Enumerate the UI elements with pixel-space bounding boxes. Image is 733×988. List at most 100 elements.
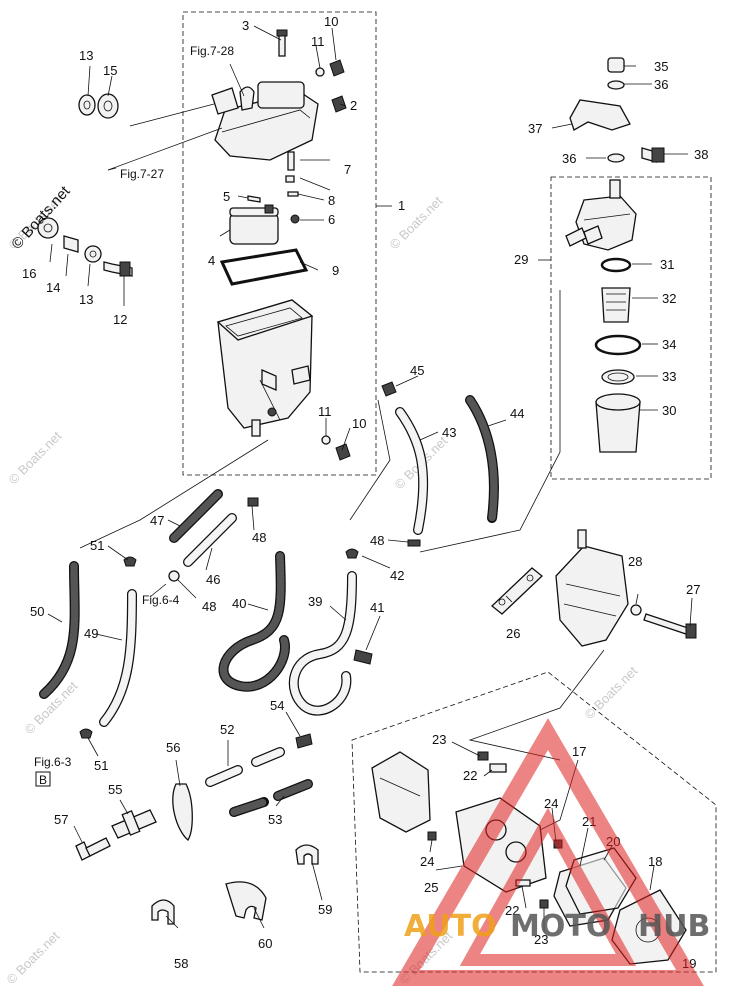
figure-references: Fig.7-28 Fig.7-27 Fig.6-4 Fig.6-3 B bbox=[34, 44, 234, 787]
clamp-41 bbox=[353, 649, 373, 665]
callout-58: 58 bbox=[174, 956, 188, 971]
collar-14 bbox=[63, 235, 79, 253]
callout-37: 37 bbox=[528, 121, 542, 136]
filter-nozzle-1 bbox=[565, 227, 587, 247]
washer-11a bbox=[315, 67, 325, 77]
hose-39 bbox=[288, 571, 357, 716]
callout-48b: 48 bbox=[370, 533, 384, 548]
callout-50: 50 bbox=[30, 604, 44, 619]
vapor-separator-assembly bbox=[211, 29, 351, 461]
callout-7: 7 bbox=[344, 162, 351, 177]
clamp-54 bbox=[295, 733, 313, 749]
callout-25: 25 bbox=[424, 880, 438, 895]
clip-48c bbox=[168, 570, 180, 582]
hose-47-braided bbox=[169, 489, 223, 543]
screw-3 bbox=[278, 33, 286, 57]
screw-23a bbox=[477, 751, 489, 761]
callout-18: 18 bbox=[648, 854, 662, 869]
brand-moto: MOTO bbox=[510, 909, 611, 944]
clip-48a bbox=[247, 497, 259, 507]
clip-51b bbox=[79, 728, 93, 739]
callout-2: 2 bbox=[350, 98, 357, 113]
clip-59 bbox=[295, 844, 319, 865]
vapor-separator-group-box bbox=[182, 11, 377, 476]
callout-22a: 22 bbox=[463, 768, 477, 783]
callout-26: 26 bbox=[506, 626, 520, 641]
bolt-27 bbox=[643, 613, 689, 635]
clip-60 bbox=[225, 881, 267, 921]
callout-23a: 23 bbox=[432, 732, 446, 747]
watermark-site-5: © Boats.net bbox=[582, 663, 641, 722]
washer-36b bbox=[607, 153, 625, 163]
washer-13b bbox=[84, 245, 102, 263]
callout-34: 34 bbox=[662, 337, 676, 352]
screw-24b bbox=[427, 831, 437, 841]
brand-auto: AUTO bbox=[404, 909, 497, 944]
callout-31: 31 bbox=[660, 257, 674, 272]
float bbox=[229, 213, 279, 245]
pump-cover-25 bbox=[371, 751, 431, 833]
grommet-15 bbox=[97, 93, 119, 119]
callout-36b: 36 bbox=[562, 151, 576, 166]
bowl-outlet-2 bbox=[291, 365, 311, 385]
callout-9: 9 bbox=[332, 263, 339, 278]
logo-triangle-outer bbox=[392, 718, 704, 986]
callout-51b: 51 bbox=[94, 758, 108, 773]
ref-box-b bbox=[35, 771, 51, 787]
ref-fig-7-27: Fig.7-27 bbox=[120, 167, 164, 181]
washer-36a bbox=[607, 80, 625, 90]
ring-33 bbox=[601, 369, 635, 385]
callout-52: 52 bbox=[220, 722, 234, 737]
callout-47: 47 bbox=[150, 513, 164, 528]
callout-53: 53 bbox=[268, 812, 282, 827]
fuel-filter-group-box bbox=[550, 176, 712, 480]
callout-6: 6 bbox=[328, 212, 335, 227]
callout-10a: 10 bbox=[324, 14, 338, 29]
callout-14: 14 bbox=[46, 280, 60, 295]
callout-45: 45 bbox=[410, 363, 424, 378]
nipple-7b bbox=[285, 175, 295, 183]
watermark-site-1: © Boats.net bbox=[6, 428, 65, 487]
clip-48b bbox=[407, 539, 421, 547]
clamp-45 bbox=[381, 381, 397, 397]
washer-11b bbox=[321, 435, 331, 445]
callout-5: 5 bbox=[223, 189, 230, 204]
clip-42 bbox=[345, 548, 359, 559]
check-valve-22a bbox=[489, 763, 507, 773]
washer-28 bbox=[630, 604, 642, 616]
screw-23b bbox=[539, 899, 549, 909]
hose-40-braided bbox=[218, 551, 290, 692]
callout-57: 57 bbox=[54, 812, 68, 827]
screw-6 bbox=[290, 214, 300, 224]
callout-55: 55 bbox=[108, 782, 122, 797]
ref-fig-6-3: Fig.6-3 bbox=[34, 755, 72, 769]
callout-15: 15 bbox=[103, 63, 117, 78]
hose-46 bbox=[183, 513, 237, 567]
oring-31 bbox=[600, 257, 632, 273]
hose-50-braided bbox=[39, 561, 80, 699]
callout-13a: 13 bbox=[79, 48, 93, 63]
callout-13b: 13 bbox=[79, 292, 93, 307]
leader-lines bbox=[47, 25, 693, 932]
callout-30: 30 bbox=[662, 403, 676, 418]
callout-48c: 48 bbox=[202, 599, 216, 614]
callout-27: 27 bbox=[686, 582, 700, 597]
hose-52 bbox=[205, 747, 285, 787]
callout-59: 59 bbox=[318, 902, 332, 917]
grommet-set bbox=[37, 93, 133, 277]
callout-35: 35 bbox=[654, 59, 668, 74]
cover-fitting bbox=[211, 87, 239, 115]
clip-8 bbox=[287, 191, 299, 197]
callout-32: 32 bbox=[662, 291, 676, 306]
callout-8: 8 bbox=[328, 193, 335, 208]
automotohub-wordmark: AUTO MOTO HUB bbox=[404, 909, 710, 944]
brand-hub: HUB bbox=[638, 909, 710, 944]
callout-11b: 11 bbox=[318, 404, 332, 419]
bolt-2 bbox=[331, 95, 347, 113]
callout-17: 17 bbox=[572, 744, 586, 759]
callout-40: 40 bbox=[232, 596, 246, 611]
callout-1: 1 bbox=[398, 198, 405, 213]
callout-24a: 24 bbox=[544, 796, 558, 811]
bowl-rim bbox=[216, 299, 314, 341]
